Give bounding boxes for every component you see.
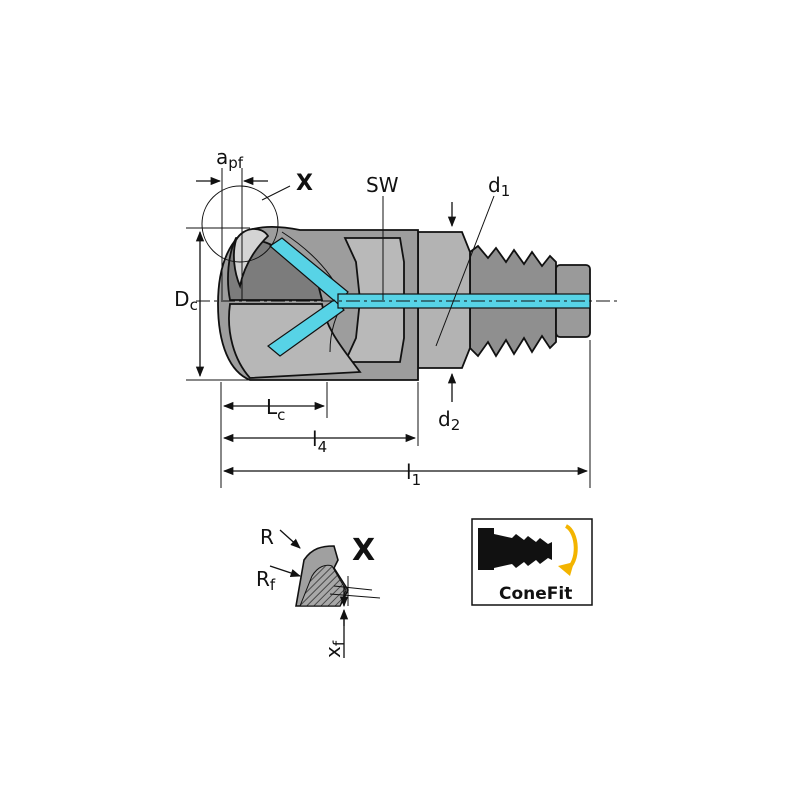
conefit-label: ConeFit — [499, 584, 572, 604]
detail-x-view: X R Rf xf — [256, 525, 381, 658]
tool-body — [217, 225, 591, 381]
label-x-top: X — [296, 171, 313, 196]
label-sw: SW — [366, 173, 399, 197]
detail-label-x: X — [352, 533, 375, 568]
label-d2: d2 — [438, 407, 460, 434]
coolant-upper — [269, 237, 349, 305]
detail-x-circle — [201, 185, 279, 263]
label-dc: Dc — [174, 287, 198, 314]
label-d1: d1 — [488, 173, 510, 200]
label-l1: l1 — [406, 460, 421, 489]
detail-label-r: R — [260, 525, 274, 549]
detail-hatched-section — [299, 564, 347, 607]
detail-label-xf: xf — [321, 640, 348, 658]
conefit-icon — [478, 524, 578, 576]
detail-label-rf: Rf — [256, 567, 276, 594]
coolant-lower — [267, 299, 345, 357]
conefit-badge: ConeFit — [471, 518, 593, 606]
label-apf: apf — [216, 145, 244, 172]
dimension-lines — [186, 168, 591, 488]
label-lc: Lc — [266, 395, 285, 424]
label-l4: l4 — [312, 427, 327, 456]
